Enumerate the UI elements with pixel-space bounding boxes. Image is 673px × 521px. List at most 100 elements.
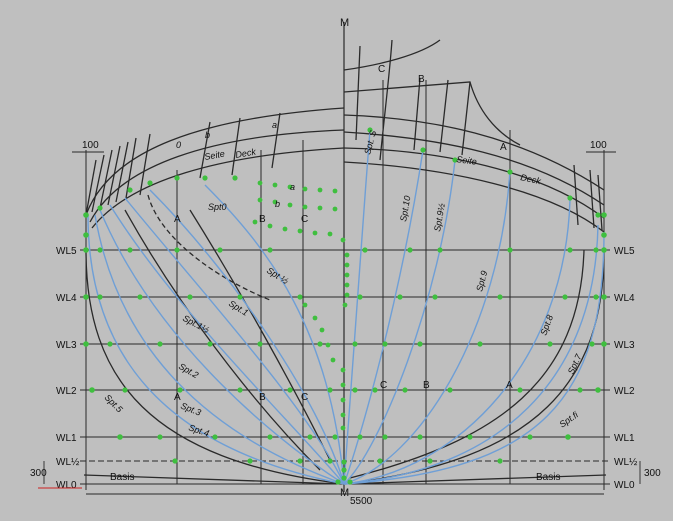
buttock-c-label-low: C <box>301 392 308 403</box>
sheer-right-outer <box>343 114 605 191</box>
seite-label-left: Seite <box>204 149 226 162</box>
side-r3 <box>597 174 603 231</box>
bow-line-3 <box>461 81 471 156</box>
deck-zero-label: 0 <box>176 140 181 150</box>
wl4-label-right: WL4 <box>614 293 635 304</box>
side-dimension-right: 100 <box>590 140 607 151</box>
buttock-b-label-low: B <box>259 392 266 403</box>
spt9half-line <box>343 159 456 485</box>
side-l1 <box>85 159 97 216</box>
spt-half-label: Spt ½ <box>265 265 291 286</box>
bow-line-b <box>413 77 421 151</box>
spt7-line <box>343 224 599 485</box>
spt1-label: Spt.1 <box>227 298 250 318</box>
deck-left <box>91 147 345 229</box>
dashed-curve-left <box>147 194 271 301</box>
wl0-label-right: WL0 <box>614 480 635 491</box>
buttock-a-label-low: A <box>174 392 181 403</box>
buttock-c-label-right: C <box>380 380 387 391</box>
spt-half-line <box>204 184 345 485</box>
keel-right <box>343 474 607 485</box>
spt5-label: Spt.5 <box>103 392 126 415</box>
bow-a-label: A <box>500 142 507 153</box>
wl-half-label-left: WL½ <box>56 457 80 468</box>
buttock-a-label-right: A <box>506 380 513 391</box>
sheer-left-mid <box>89 129 345 223</box>
side-l7 <box>139 133 151 196</box>
side-l2 <box>91 154 105 213</box>
buttock-a-label-top: A <box>174 214 181 225</box>
side-l3 <box>99 149 113 209</box>
wl4-label-left: WL4 <box>56 293 77 304</box>
section-lines <box>87 129 605 485</box>
deck-a-label: a <box>272 120 277 130</box>
spt2-label: Spt.2 <box>177 361 200 380</box>
offset-points <box>83 127 607 485</box>
spt8-line <box>343 199 571 485</box>
spt5-line <box>87 214 345 485</box>
keel-left <box>83 474 345 485</box>
sheer-left-outer <box>85 107 345 216</box>
buttock-b-label-right: B <box>423 380 430 391</box>
inner-dark-right-1 <box>349 249 585 479</box>
spt4-label: Spt.4 <box>187 422 210 438</box>
side-l5 <box>115 141 129 203</box>
deck-right-inner <box>343 161 605 233</box>
side-l6 <box>125 137 137 199</box>
deck-b-label: b <box>205 130 210 140</box>
height-dimension-right: 300 <box>644 468 661 479</box>
wl3-label-left: WL3 <box>56 340 77 351</box>
bow-c-label: C <box>378 64 385 75</box>
inner-dark-left-1 <box>124 209 321 471</box>
wl2-label-right: WL2 <box>614 386 635 397</box>
side-r1 <box>573 164 579 226</box>
basis-label-right: Basis <box>536 472 560 483</box>
spt9-line <box>343 169 511 485</box>
spt0-label: Spt0 <box>208 202 227 212</box>
buttock-grid <box>85 22 605 492</box>
width-dimension: 5500 <box>350 496 373 507</box>
spt3-line <box>99 209 345 485</box>
seite-label-right: Seite <box>456 154 478 167</box>
spt7-label: Spt.7 <box>566 352 584 376</box>
wl0-label-left: WL0 <box>56 480 77 491</box>
wl5-label-left: WL5 <box>56 246 77 257</box>
bow-line-c <box>379 39 393 161</box>
spt1half-label: Spt.1½ <box>181 313 211 335</box>
wl-half-label-right: WL½ <box>614 457 638 468</box>
buttock-b-label-top: B <box>259 214 266 225</box>
deck-label-left: Deck <box>235 146 257 159</box>
spt10-label: Spt.10 <box>398 195 412 222</box>
buttock-c-label-top: C <box>301 214 308 225</box>
spt9-label: Spt.9 <box>474 270 489 293</box>
bow-line-1 <box>355 45 361 141</box>
spt4-line <box>94 214 345 485</box>
deck-beam-l1 <box>199 121 211 179</box>
side-l4 <box>107 145 121 206</box>
dimension-lines <box>43 151 641 495</box>
spt8-label: Spt.8 <box>538 314 555 337</box>
inner-dark-left-2 <box>189 209 331 461</box>
wl2-label-left: WL2 <box>56 386 77 397</box>
bow-b-label: B <box>418 74 425 85</box>
wl1-label-right: WL1 <box>614 433 635 444</box>
hull-outline <box>83 39 607 485</box>
spt-fi-line <box>343 231 605 485</box>
deck-beam-l2 <box>231 117 241 176</box>
height-dimension-left: 300 <box>30 468 47 479</box>
wl5-label-right: WL5 <box>614 246 635 257</box>
side-dimension-left: 100 <box>82 140 99 151</box>
center-mark-bottom: M <box>340 487 349 499</box>
spt10-line <box>343 149 424 485</box>
row-a-label: a <box>290 182 295 192</box>
spt9half-label: Spt.9½ <box>432 202 447 232</box>
bow-line-b2 <box>439 79 449 153</box>
deck-beam-l3 <box>271 112 281 169</box>
spt2-line <box>109 204 345 485</box>
basis-label-left: Basis <box>110 472 134 483</box>
hull-left-outer <box>85 249 345 485</box>
side-r2 <box>589 169 595 229</box>
spt1half-line <box>124 197 345 485</box>
